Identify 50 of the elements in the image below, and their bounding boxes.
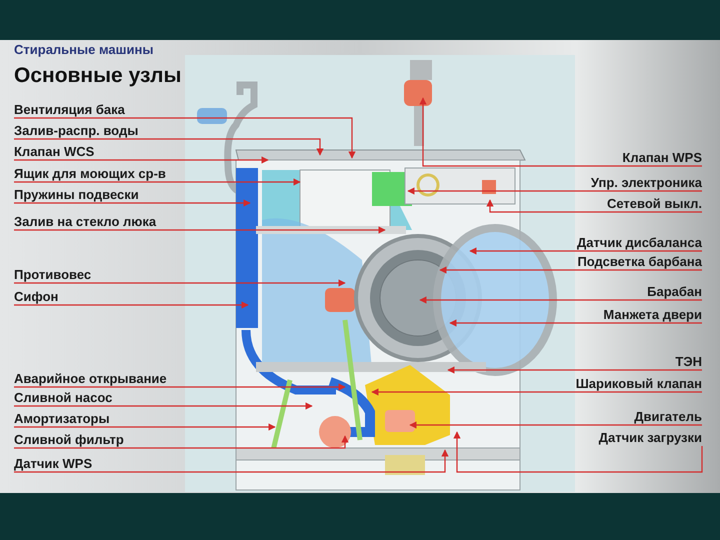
leader-line	[447, 366, 702, 374]
leader-line	[14, 435, 349, 449]
leader-line	[439, 266, 702, 274]
leader-line	[14, 402, 313, 410]
leader-line	[14, 199, 251, 207]
leader-line	[419, 97, 702, 167]
leader-line	[371, 388, 702, 396]
part-label: Пружины подвески	[14, 186, 139, 203]
part-label: ТЭН	[675, 353, 702, 370]
part-label: Датчик дисбаланса	[576, 234, 702, 251]
part-label: Клапан WPS	[622, 149, 702, 166]
part-label: Подсветка барбана	[577, 253, 702, 270]
subtitle: Стиральные машины	[14, 42, 154, 57]
leader-line	[14, 279, 346, 287]
leader-line	[14, 383, 346, 391]
leader-line	[14, 138, 324, 156]
leader-line	[14, 449, 449, 473]
part-label: Сливной насос	[14, 389, 112, 406]
leader-line	[486, 199, 702, 213]
part-label: Барабан	[647, 283, 702, 300]
leader-line	[453, 431, 703, 473]
part-label: Залив-распр. воды	[14, 122, 138, 139]
part-label: Манжета двери	[603, 306, 702, 323]
part-label: Двигатель	[634, 408, 702, 425]
leader-line	[409, 421, 702, 429]
leader-line	[449, 319, 702, 327]
leader-line	[14, 117, 356, 159]
part-label: Вентиляция бака	[14, 101, 125, 118]
part-label: Противовес	[14, 266, 92, 283]
leader-line	[14, 423, 276, 431]
part-label: Аварийное открывание	[14, 370, 167, 387]
leader-line	[14, 301, 249, 309]
part-label: Упр. электроника	[590, 174, 702, 191]
leader-line	[14, 156, 269, 164]
leader-line	[14, 178, 301, 186]
part-label: Шариковый клапан	[576, 375, 702, 392]
part-label: Сифон	[14, 288, 58, 305]
part-label: Клапан WCS	[14, 143, 94, 160]
part-label: Датчик WPS	[14, 455, 92, 472]
part-label: Амортизаторы	[14, 410, 110, 427]
leader-line	[14, 226, 386, 234]
title: Основные узлы	[14, 64, 182, 88]
leader-line	[469, 247, 702, 255]
part-label: Залив на стекло люка	[14, 213, 156, 230]
part-label: Ящик для моющих ср-в	[14, 165, 166, 182]
part-label: Сливной фильтр	[14, 431, 124, 448]
leader-line	[407, 187, 702, 195]
part-label: Датчик загрузки	[598, 429, 702, 446]
leader-line	[419, 296, 702, 304]
part-label: Сетевой выкл.	[606, 195, 702, 212]
